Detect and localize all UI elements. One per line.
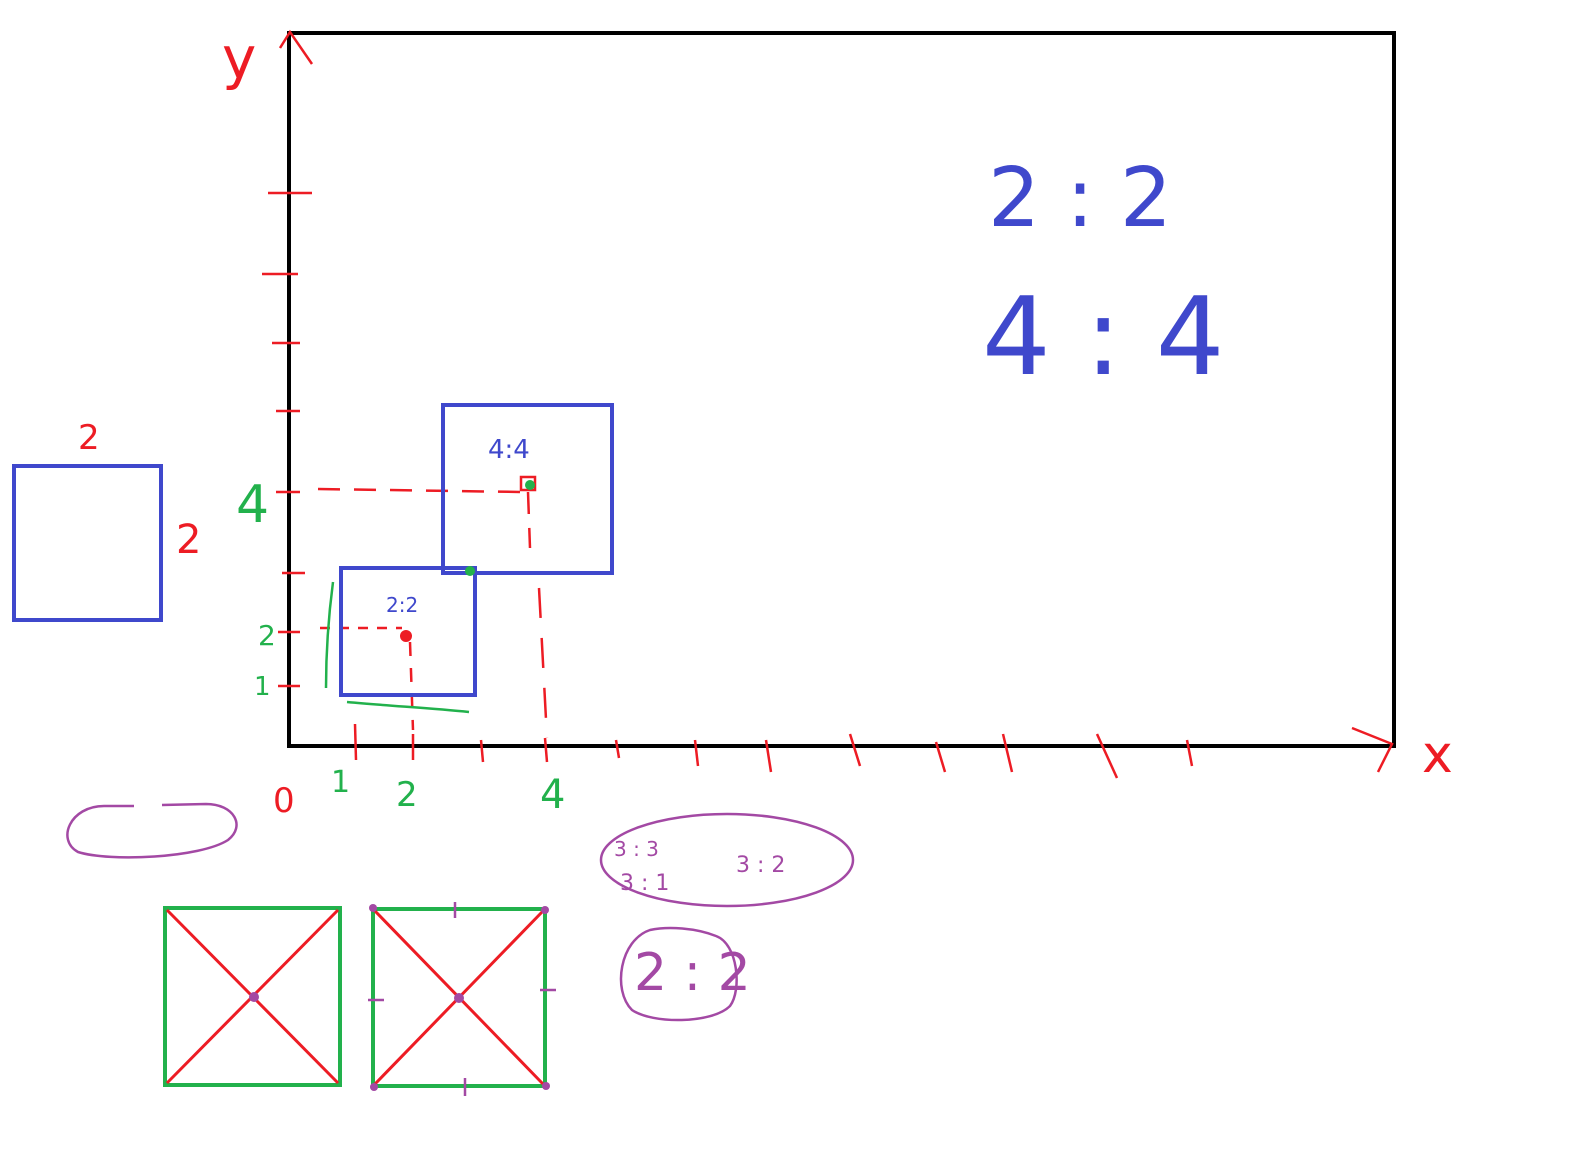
y-axis-arrow — [278, 29, 314, 65]
guide-x2 — [408, 641, 415, 731]
empty-bubble — [66, 802, 238, 859]
guide-x4-lower — [537, 587, 549, 739]
squares-touch-point — [465, 566, 475, 576]
diagonal-square-2-corner — [541, 906, 549, 914]
x-tick — [1095, 733, 1119, 779]
small-square — [339, 566, 477, 697]
diagonal-square-2-corner — [369, 904, 377, 912]
large-square-center-label: 4:4 — [488, 435, 530, 465]
x-axis-label: x — [1422, 725, 1453, 785]
reference-square-top-label: 2 — [78, 418, 100, 458]
small-square-center-dot — [400, 630, 412, 642]
green-width-marker — [346, 700, 470, 714]
diagonal-square-1 — [163, 906, 342, 1087]
ratio-note-1: 2 : 2 — [988, 151, 1172, 246]
x-tick — [353, 723, 358, 761]
x-tick — [543, 737, 549, 763]
large-square — [441, 403, 614, 575]
guide-lines — [317, 487, 549, 739]
x-tick — [764, 739, 773, 773]
diagonal-square-1-center — [249, 992, 259, 1002]
x-tick — [848, 733, 862, 767]
diagonal-square-2-corner — [542, 1082, 550, 1090]
x-tick-label-1: 1 — [331, 765, 350, 800]
origin-label: 0 — [273, 781, 295, 821]
x-tick-label-2: 2 — [396, 775, 418, 815]
x-tick-label-4: 4 — [540, 772, 565, 818]
ratio-bubble-line-2: 3 : 1 — [620, 871, 669, 896]
guide-x4-upper — [526, 491, 532, 549]
reference-square — [12, 464, 163, 622]
ratio-bubble-line-1a: 3 : 3 — [614, 837, 659, 861]
diagonal-square-2-center — [454, 993, 464, 1003]
plot-frame — [287, 31, 1396, 748]
large-square-center-marker — [519, 475, 537, 492]
small-square-center-label: 2:2 — [386, 593, 418, 617]
y-axis-ticks — [262, 191, 312, 688]
guide-y4 — [317, 487, 523, 494]
x-axis-arrow — [1351, 726, 1394, 773]
reference-square-right-label: 2 — [176, 517, 201, 563]
x-tick — [693, 739, 700, 767]
x-axis-ticks — [353, 723, 1194, 779]
x-tick — [479, 739, 485, 763]
ratio-bubble — [599, 812, 855, 908]
green-height-marker — [324, 581, 335, 689]
y-tick-label-1: 1 — [254, 672, 271, 702]
y-tick-label-2: 2 — [258, 619, 276, 652]
ratio-note-2: 4 : 4 — [982, 275, 1224, 400]
circled-label: 2 : 2 — [634, 943, 751, 1003]
y-tick-label-4: 4 — [236, 475, 269, 535]
x-tick — [934, 741, 947, 773]
y-axis-label: y — [222, 24, 256, 92]
ratio-bubble-line-1b: 3 : 2 — [736, 853, 785, 878]
circled-label-outline — [619, 926, 738, 1022]
x-tick — [1185, 739, 1194, 767]
x-tick — [614, 739, 621, 759]
x-tick — [1001, 733, 1014, 773]
diagonal-square-2-corner — [370, 1083, 378, 1091]
large-square-center-dot — [525, 480, 535, 490]
diagonal-square-2 — [368, 902, 556, 1096]
